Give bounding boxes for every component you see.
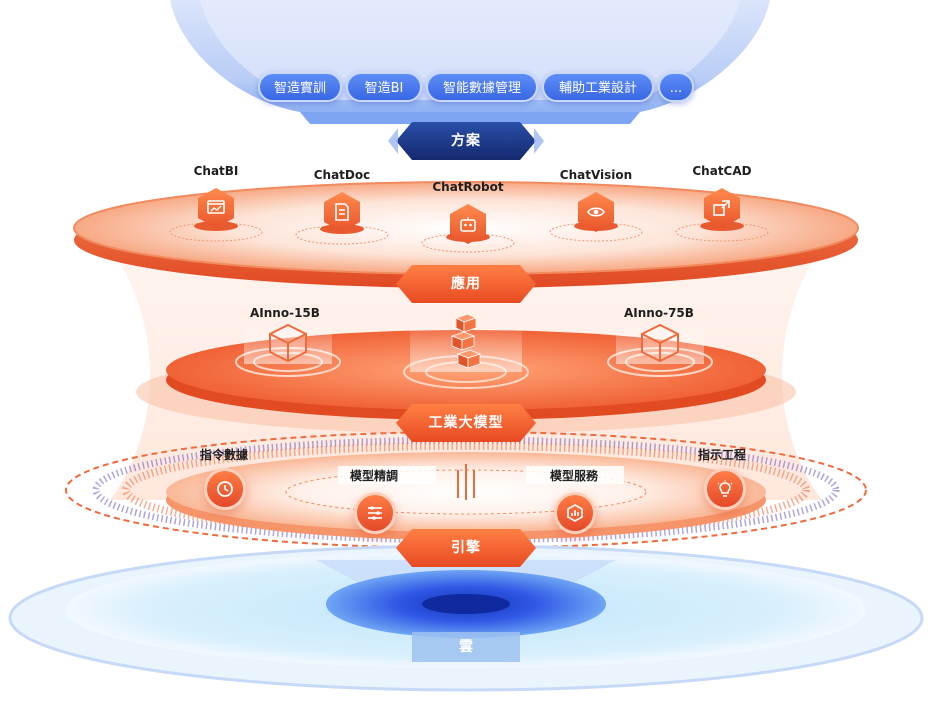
layer-badge-engine: 引擎 (451, 540, 481, 556)
service-chart-icon[interactable] (554, 492, 596, 534)
engine-item-label: 模型服務 (550, 469, 599, 483)
solution-item[interactable]: 輔助工業設計 (542, 72, 654, 102)
robot-icon (450, 204, 486, 244)
layer-badge-applications: 應用 (451, 276, 481, 292)
app-chatdoc[interactable]: ChatDoc (302, 168, 382, 258)
eye-icon (578, 192, 614, 232)
app-chatvision[interactable]: ChatVision (556, 168, 636, 258)
model-label: AInno-15B (250, 306, 320, 320)
solution-item[interactable]: 智能數據管理 (426, 72, 538, 102)
app-chatcad[interactable]: ChatCAD (682, 164, 762, 254)
app-chatbi[interactable]: ChatBI (176, 164, 256, 254)
engine-item-label: 指示工程 (698, 448, 747, 462)
lightbulb-icon[interactable] (704, 468, 746, 510)
solution-item[interactable]: 智造實訓 (258, 72, 342, 102)
engine-item-label: 指令數據 (200, 448, 249, 462)
label-backdrop (338, 466, 436, 484)
chart-board-icon (198, 188, 234, 228)
layer-label-cloud: 雲 (459, 639, 473, 655)
solution-item[interactable]: 智造BI (346, 72, 422, 102)
timer-icon[interactable] (204, 468, 246, 510)
engine-item-label: 模型精調 (350, 469, 399, 483)
app-label: ChatRobot (432, 180, 504, 194)
solution-more[interactable]: ... (658, 72, 694, 102)
layer-badge-models: 工業大模型 (428, 415, 504, 431)
cube-icon (641, 323, 679, 363)
layer-badge-solutions: 方案 (451, 133, 481, 149)
stacked-blocks-icon (450, 314, 482, 369)
model-label: AInno-75B (624, 306, 694, 320)
cube-icon (269, 323, 307, 363)
app-label: ChatCAD (692, 164, 752, 178)
label-backdrop (526, 466, 624, 484)
cad-resize-icon (704, 188, 740, 228)
app-chatrobot[interactable]: ChatRobot (428, 180, 508, 270)
app-label: ChatDoc (313, 168, 371, 182)
app-label: ChatBI (193, 164, 239, 178)
app-label: ChatVision (559, 168, 633, 182)
document-icon (324, 192, 360, 232)
sliders-icon[interactable] (354, 492, 396, 534)
